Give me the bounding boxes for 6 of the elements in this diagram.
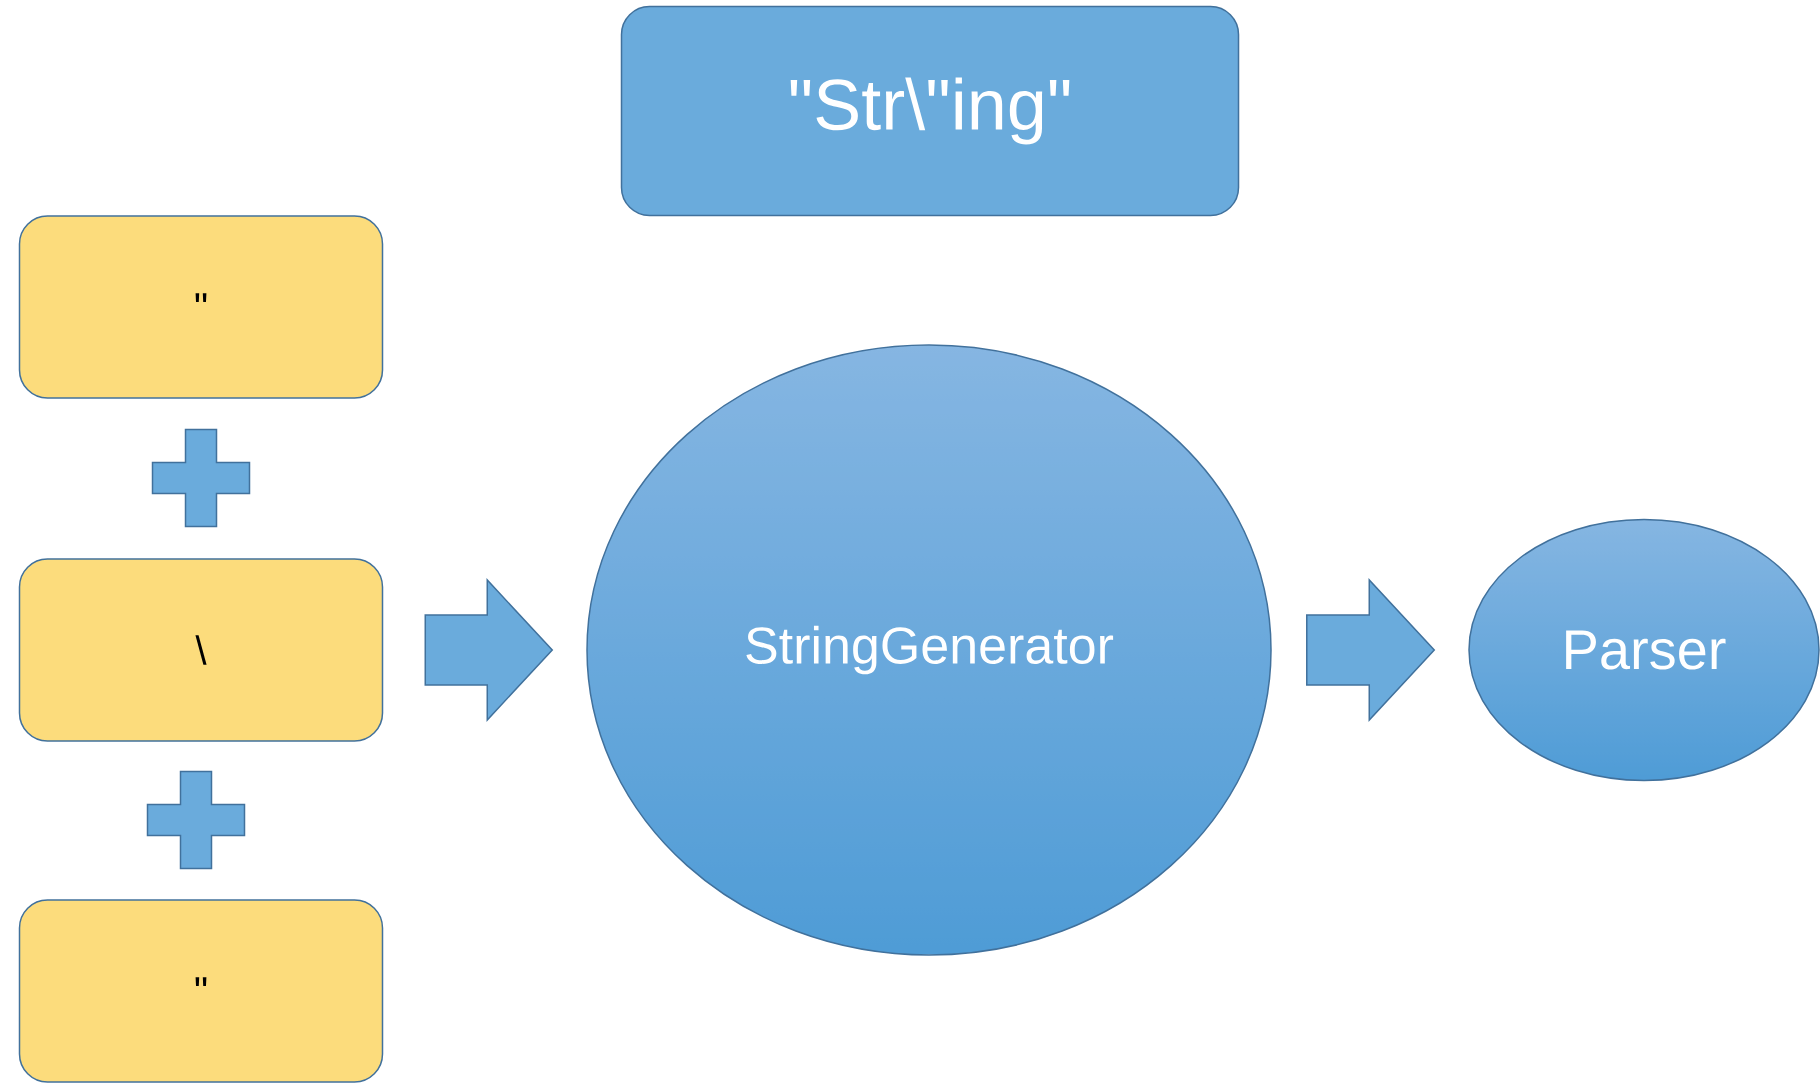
title-box: "Str\"ing" xyxy=(620,5,1240,217)
token-box: " xyxy=(18,899,384,1083)
token-box: " xyxy=(18,215,384,399)
block-arrow xyxy=(424,578,554,722)
token-box: \ xyxy=(18,558,384,742)
block-arrow xyxy=(1306,578,1436,722)
